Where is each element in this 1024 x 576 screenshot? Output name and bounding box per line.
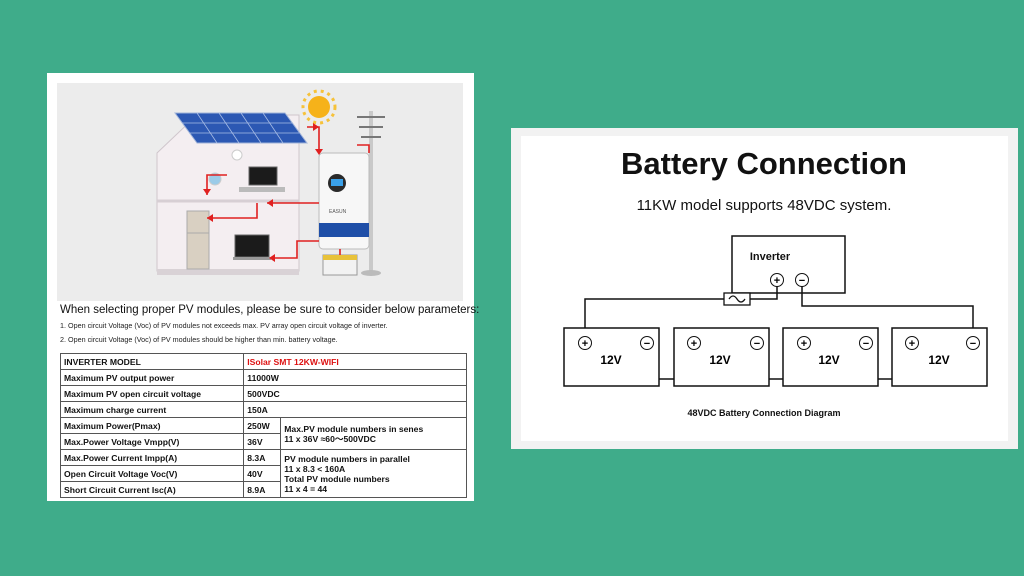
inverter-plus-sign: +	[774, 275, 780, 287]
battery-1: + − 12V	[563, 327, 660, 387]
battery-voltage-label: 12V	[709, 353, 730, 367]
diagram-caption: 48VDC Battery Connection Diagram	[687, 408, 840, 418]
battery-voltage-label: 12V	[928, 353, 949, 367]
minus-sign: −	[754, 338, 760, 350]
table-cell-label: Max.Power Current Impp(A)	[59, 449, 245, 466]
house-illustration: EASUN	[156, 89, 385, 276]
negative-terminal-icon	[750, 336, 764, 350]
monitor-icon	[233, 234, 271, 260]
table-cell-label: Maximum PV open circuit voltage	[59, 385, 245, 402]
battery-connection-diagram: Battery Connection 11KW model supports 4…	[563, 146, 988, 418]
table-cell-value: 150A	[243, 401, 467, 418]
table-cell-label: Max.Power Voltage Vmpp(V)	[59, 433, 245, 450]
inverter-device-icon: EASUN	[318, 152, 370, 250]
diagram-title: Battery Connection	[621, 146, 907, 181]
table-row: Max.Power Current Impp(A) 8.3A PV module…	[59, 449, 467, 498]
ceiling-lamp-icon	[208, 149, 243, 186]
battery-voltage-label: 12V	[600, 353, 621, 367]
table-cell-label: Maximum PV output power	[59, 369, 245, 386]
battery-icon	[322, 254, 358, 276]
inverter-spec-table: INVERTER MODEL ISolar SMT 12KW-WIFI Maxi…	[59, 353, 467, 498]
plus-sign: +	[801, 338, 807, 350]
diagram-subtitle: 11KW model supports 48VDC system.	[637, 197, 892, 214]
fuse-icon	[723, 292, 751, 306]
total-title: Total PV module numbers	[284, 473, 390, 484]
house-floor	[157, 269, 299, 275]
plus-sign: +	[909, 338, 915, 350]
sun-icon	[301, 89, 337, 125]
plus-sign: +	[691, 338, 697, 350]
plus-sign: +	[582, 338, 588, 350]
table-cell-label: Short Circuit Current Isc(A)	[59, 481, 245, 498]
minus-sign: −	[644, 338, 650, 350]
battery-3: + − 12V	[782, 327, 879, 387]
table-row: Short Circuit Current Isc(A) 8.9A	[59, 481, 467, 498]
positive-terminal-icon	[797, 336, 811, 350]
negative-terminal-icon	[640, 336, 654, 350]
minus-sign: −	[970, 338, 976, 350]
svg-text:EASUN: EASUN	[329, 209, 347, 215]
solar-panel-icon	[174, 112, 308, 144]
refrigerator-icon	[186, 210, 210, 270]
battery-connection-card: Battery Connection 11KW model supports 4…	[511, 128, 1018, 449]
series-title: Max.PV module numbers in senes	[284, 423, 424, 434]
table-cell-value: 250W	[243, 417, 282, 434]
positive-terminal-icon	[578, 336, 592, 350]
table-cell-value: 8.9A	[243, 481, 282, 498]
inverter-box	[731, 235, 846, 294]
solar-home-illustration: EASUN	[57, 83, 463, 301]
total-calc: 11 x 4 = 44	[284, 483, 328, 494]
parallel-title: PV module numbers in parallel	[284, 453, 410, 464]
table-row: Maximum PV output power 11000W	[59, 369, 467, 386]
negative-terminal-icon	[859, 336, 873, 350]
pv-params-heading: When selecting proper PV modules, please…	[60, 304, 480, 316]
wiring-arrows	[206, 126, 370, 259]
table-cell-value: 11000W	[243, 369, 467, 386]
table-cell-value: 36V	[243, 433, 282, 450]
positive-terminal-icon	[687, 336, 701, 350]
inverter-minus-sign: −	[799, 275, 805, 287]
battery-voltage-label: 12V	[818, 353, 839, 367]
table-row: Maximum charge current 150A	[59, 401, 467, 418]
negative-terminal-icon	[966, 336, 980, 350]
arrow-heads	[203, 123, 323, 262]
table-cell-value: 40V	[243, 465, 282, 482]
table-cell-label: Open Circuit Voltage Voc(V)	[59, 465, 245, 482]
battery-4: + − 12V	[891, 327, 988, 387]
table-row: Maximum Power(Pmax) 250W Max.PV module n…	[59, 417, 467, 450]
pv-note-2: 2. Open circuit Voltage (Voc) of PV modu…	[60, 335, 338, 344]
solar-system-card: EASUN	[47, 73, 479, 501]
pv-note-1: 1. Open circuit Voltage (Voc) of PV modu…	[60, 321, 388, 330]
table-row: INVERTER MODEL ISolar SMT 12KW-WIFI	[59, 353, 467, 370]
table-cell-value: 8.3A	[243, 449, 282, 466]
parallel-calc-cell: PV module numbers in parallel 11 x 8.3 <…	[280, 449, 467, 498]
battery-diagram-panel: Battery Connection 11KW model supports 4…	[521, 136, 1008, 441]
inverter-label: Inverter	[750, 251, 791, 263]
table-cell-value: 500VDC	[243, 385, 467, 402]
table-cell-label: INVERTER MODEL	[59, 353, 245, 370]
table-cell-label: Maximum Power(Pmax)	[59, 417, 245, 434]
minus-sign: −	[863, 338, 869, 350]
battery-2: + − 12V	[673, 327, 770, 387]
series-calc-cell: Max.PV module numbers in senes 11 x 36V …	[280, 417, 467, 450]
model-value: ISolar SMT 12KW-WIFI	[243, 353, 467, 370]
series-calc: 11 x 36V ≈60～500VDC	[284, 433, 376, 444]
utility-pole-icon	[357, 111, 385, 276]
parallel-calc: 11 x 8.3 < 160A	[284, 463, 346, 474]
table-cell-label: Maximum charge current	[59, 401, 245, 418]
table-row: Maximum PV open circuit voltage 500VDC	[59, 385, 467, 402]
tv-icon	[239, 166, 285, 192]
positive-terminal-icon	[905, 336, 919, 350]
